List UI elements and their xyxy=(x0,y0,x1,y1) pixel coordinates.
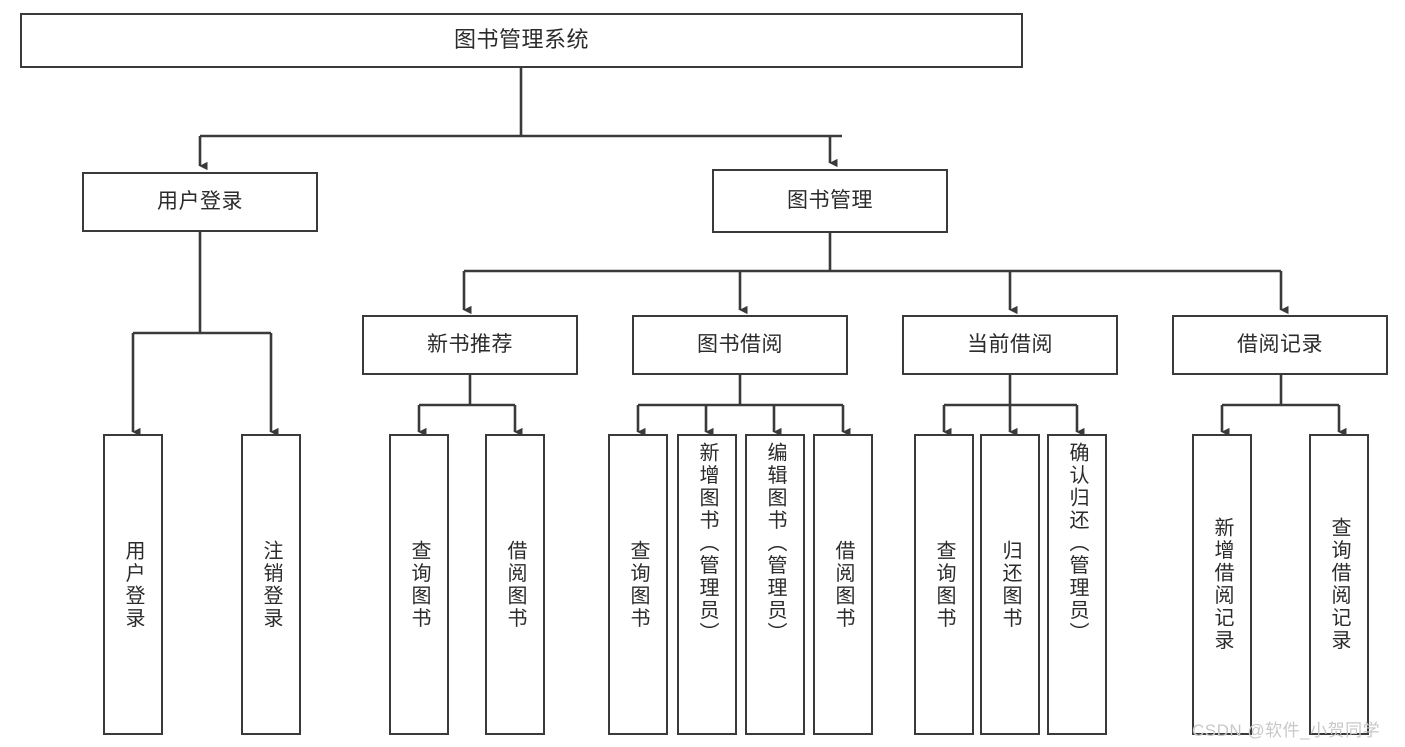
node-label: 查询图书 xyxy=(933,539,955,630)
node-label: 当前借阅 xyxy=(967,332,1053,356)
leaf-record-query-record[interactable]: 查询借阅记录 xyxy=(1309,434,1369,735)
node-label: 新书推荐 xyxy=(427,332,513,356)
node-label: 用户登录 xyxy=(122,539,144,630)
leaf-borrow-query-book[interactable]: 查询图书 xyxy=(608,434,668,735)
node-label: 查询借阅记录 xyxy=(1328,517,1350,652)
node-label: 归还图书 xyxy=(999,539,1021,630)
node-user-login[interactable]: 用户登录 xyxy=(82,172,318,232)
node-label: 编辑图书（管理员） xyxy=(764,442,786,645)
csdn-watermark: CSDN @软件_小贺同学 xyxy=(1192,721,1381,740)
leaf-new-book-borrow[interactable]: 借阅图书 xyxy=(485,434,545,735)
node-label: 确认归还（管理员） xyxy=(1066,442,1088,645)
node-label: 图书借阅 xyxy=(697,332,783,356)
node-label: 新增图书（管理员） xyxy=(696,442,718,645)
node-label: 注销登录 xyxy=(260,539,282,630)
leaf-current-confirm-return[interactable]: 确认归还（管理员） xyxy=(1047,434,1107,735)
node-label: 借阅图书 xyxy=(504,539,526,630)
leaf-borrow-borrow-book[interactable]: 借阅图书 xyxy=(813,434,873,735)
node-label: 查询图书 xyxy=(627,539,649,630)
node-book-management[interactable]: 图书管理 xyxy=(712,169,948,233)
leaf-borrow-edit-book[interactable]: 编辑图书（管理员） xyxy=(745,434,805,735)
node-label: 新增借阅记录 xyxy=(1211,517,1233,652)
node-label: 图书管理 xyxy=(787,188,873,212)
node-label: 图书管理系统 xyxy=(453,27,589,53)
leaf-user-login-logout[interactable]: 注销登录 xyxy=(241,434,301,735)
node-label: 查询图书 xyxy=(408,539,430,630)
leaf-current-return-book[interactable]: 归还图书 xyxy=(980,434,1040,735)
leaf-current-query-book[interactable]: 查询图书 xyxy=(914,434,974,735)
leaf-record-add-record[interactable]: 新增借阅记录 xyxy=(1192,434,1252,735)
node-borrow-record[interactable]: 借阅记录 xyxy=(1172,315,1388,375)
leaf-user-login-login[interactable]: 用户登录 xyxy=(103,434,163,735)
node-label: 用户登录 xyxy=(157,189,243,213)
node-label: 借阅图书 xyxy=(832,539,854,630)
node-root-system[interactable]: 图书管理系统 xyxy=(20,13,1023,68)
node-current-borrow[interactable]: 当前借阅 xyxy=(902,315,1118,375)
leaf-new-book-query[interactable]: 查询图书 xyxy=(389,434,449,735)
node-label: 借阅记录 xyxy=(1237,332,1323,356)
node-book-borrow[interactable]: 图书借阅 xyxy=(632,315,848,375)
leaf-borrow-add-book[interactable]: 新增图书（管理员） xyxy=(677,434,737,735)
node-new-book-recommend[interactable]: 新书推荐 xyxy=(362,315,578,375)
